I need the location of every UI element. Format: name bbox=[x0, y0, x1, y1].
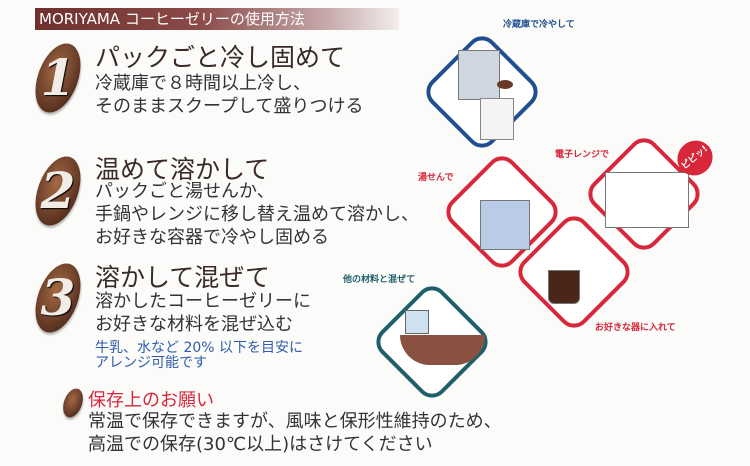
step-3-note: 牛乳、水など 20% 以下を目安に アレンジ可能です bbox=[95, 341, 303, 371]
coffee-bean-icon: 3 bbox=[26, 257, 90, 339]
text-line: お好きな容器で冷やし固める bbox=[95, 227, 329, 248]
coffee-bean-icon: 2 bbox=[26, 150, 90, 232]
text-line: 高温での保存(30℃以上)はさけてください bbox=[88, 434, 433, 455]
text-line: パックごと湯せんか、 bbox=[95, 181, 275, 202]
step-1-title: パックごと冷し固めて bbox=[95, 43, 346, 72]
glass-icon bbox=[548, 270, 580, 304]
text-line: 常温で保存できますが、風味と保形性維持のため、 bbox=[88, 411, 502, 432]
caption-mix: 他の材料と混ぜて bbox=[343, 275, 416, 285]
step-1-text: 冷蔵庫で８時間以上冷し、 そのままスクープして盛りつける bbox=[95, 72, 364, 118]
coffee-bean-icon: 1 bbox=[26, 37, 90, 119]
text-line: お好きな材料を混ぜ込む bbox=[95, 314, 293, 335]
note-line: 牛乳、水など 20% 以下を目安に bbox=[95, 340, 304, 356]
step-number: 2 bbox=[40, 161, 76, 220]
pot-icon bbox=[480, 200, 530, 250]
step-3-title: 溶かして混ぜて bbox=[95, 263, 271, 292]
note-line: アレンジ可能です bbox=[95, 355, 207, 371]
caption-fridge: 冷蔵庫で冷やして bbox=[503, 20, 575, 30]
fridge-icon bbox=[458, 50, 500, 100]
step-2-title: 温めて溶かして bbox=[95, 155, 270, 184]
text-line: そのままスクープして盛りつける bbox=[95, 96, 364, 117]
step-3-text: 溶かしたコーヒーゼリーに お好きな材料を混ぜ込む bbox=[95, 290, 311, 336]
caption-microwave: 電子レンジで bbox=[555, 150, 610, 160]
bowl-icon bbox=[400, 335, 485, 365]
step-number: 3 bbox=[40, 268, 76, 327]
microwave-icon bbox=[605, 172, 689, 228]
storage-text: 常温で保存できますが、風味と保形性維持のため、 高温での保存(30℃以上)はさけ… bbox=[88, 410, 502, 456]
caption-hot-water: 湯せんで bbox=[418, 173, 454, 183]
step-2-text: パックごと湯せんか、 手鍋やレンジに移し替え温めて溶かし、 お好きな容器で冷やし… bbox=[95, 180, 419, 249]
jelly-pack-icon bbox=[480, 98, 514, 140]
text-line: 溶かしたコーヒーゼリーに bbox=[95, 291, 311, 312]
coffee-bean-icon bbox=[59, 385, 87, 421]
page-header: MORIYAMA コーヒーゼリーの使用方法 bbox=[35, 8, 399, 30]
step-number: 1 bbox=[40, 48, 76, 107]
text-line: 手鍋やレンジに移し替え温めて溶かし、 bbox=[95, 204, 419, 225]
text-line: 冷蔵庫で８時間以上冷し、 bbox=[95, 73, 311, 94]
caption-container: お好きな器に入れて bbox=[595, 323, 676, 333]
spoon-jelly-icon bbox=[497, 80, 513, 89]
milk-jug-icon bbox=[405, 310, 429, 334]
storage-title: 保存上のお願い bbox=[88, 390, 214, 411]
